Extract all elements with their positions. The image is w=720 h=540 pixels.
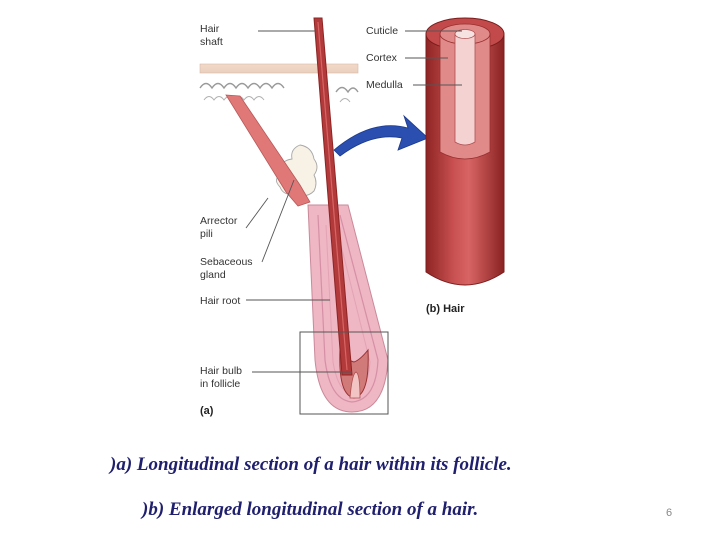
epidermis-scallops [199,82,359,94]
caption-a: )a) Longitudinal section of a hair withi… [110,454,512,475]
arrector-pili-muscle [225,94,311,207]
label-sebaceous-gland: Sebaceous gland [200,256,255,281]
label-cuticle: Cuticle [366,25,398,37]
blue-arrow [333,114,429,157]
label-hair-root: Hair root [200,295,240,307]
label-panel-b: (b) Hair [426,303,465,315]
label-panel-a: (a) [200,405,214,417]
dermal-papilla [349,371,361,399]
leader-arrector-pili [245,197,269,229]
caption-b: )b) Enlarged longitudinal section of a h… [142,499,479,520]
slide-number: 6 [666,507,673,519]
label-arrector-pili: Arrector pili [200,215,240,240]
section-a: Hair shaft Arrector pili Sebaceous gland… [199,17,389,417]
label-medulla: Medulla [366,79,403,91]
skin-surface-band [199,63,359,74]
medulla-top [454,29,476,39]
medulla-column [454,33,476,146]
follicle-inner-wall [317,214,379,403]
label-cortex: Cortex [366,52,398,64]
hair-shaft-highlight [317,21,348,371]
section-b: Cuticle Cortex Medulla (b) Hair [366,17,505,315]
bulb-inset-frame [299,331,389,415]
label-hair-shaft: Hair shaft [200,23,223,48]
label-hair-bulb: Hair bulb in follicle [200,365,245,390]
leader-sebaceous [261,179,295,263]
